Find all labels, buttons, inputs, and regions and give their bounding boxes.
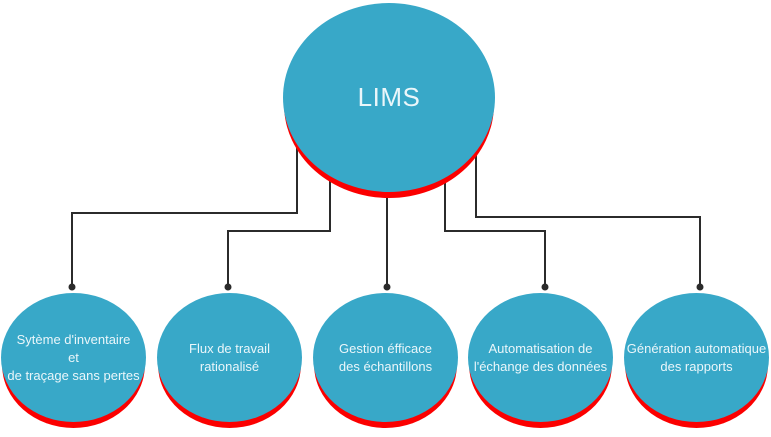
node-sample-management: Gestion éfficace des échantillons xyxy=(313,293,458,422)
root-node-lims: LIMS xyxy=(283,3,495,192)
connector-to-inventory-tracking xyxy=(71,130,298,284)
connector-to-data-exchange xyxy=(444,165,546,284)
node-label-line: rationalisé xyxy=(199,358,260,374)
node-label-line: Génération automatique xyxy=(626,340,767,356)
node-label-line: de traçage sans pertes xyxy=(7,367,140,383)
connector-endpoint-dot xyxy=(696,283,704,291)
node-inventory-tracking: Sytème d'inventaire et de traçage sans p… xyxy=(1,293,146,422)
node-label-line: des rapports xyxy=(660,358,733,374)
connector-to-report-generation xyxy=(475,130,701,284)
node-report-generation: Génération automatique des rapports xyxy=(624,293,769,422)
connector-endpoint-dot xyxy=(383,283,391,291)
node-label: Flux de travail rationalisé xyxy=(189,340,270,376)
connector-endpoint-dot xyxy=(68,283,76,291)
root-node-label: LIMS xyxy=(357,82,421,112)
node-label-line: et xyxy=(68,349,79,365)
node-label: Automatisation de l'échange des données xyxy=(474,340,607,376)
node-data-exchange: Automatisation de l'échange des données xyxy=(468,293,613,422)
node-workflow: Flux de travail rationalisé xyxy=(157,293,302,422)
connector-endpoint-dot xyxy=(541,283,549,291)
connector-to-workflow xyxy=(227,165,331,284)
node-label-line: Automatisation de xyxy=(488,340,593,356)
node-label-line: Flux de travail xyxy=(189,340,270,356)
node-label-line: Sytème d'inventaire xyxy=(16,331,131,347)
node-label-line: l'échange des données xyxy=(473,358,608,374)
node-label: Gestion éfficace des échantillons xyxy=(339,340,432,376)
node-label-line: des échantillons xyxy=(338,358,433,374)
connector-endpoint-dot xyxy=(224,283,232,291)
node-label-line: Gestion éfficace xyxy=(339,340,432,356)
node-label: Génération automatique des rapports xyxy=(627,340,766,376)
node-label: Sytème d'inventaire et de traçage sans p… xyxy=(7,331,139,385)
